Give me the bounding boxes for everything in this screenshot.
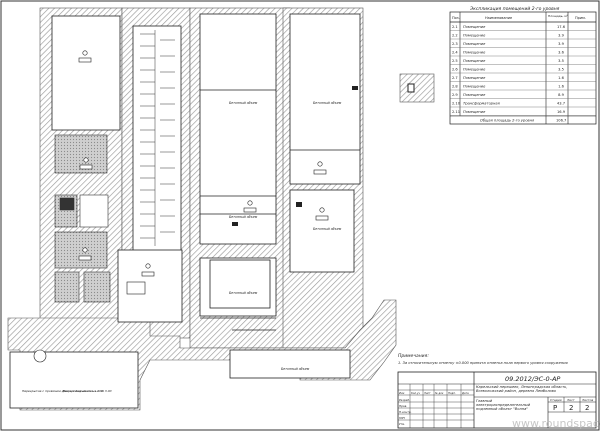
explication-row-name: Помещение <box>463 25 486 29</box>
explication-row-no: 2.4 <box>452 51 458 55</box>
explication-row-no: 2.8 <box>452 85 458 89</box>
explication-row-name: Помещение <box>463 76 486 80</box>
explication-row-area: 3.6 <box>558 51 564 55</box>
notes-title: Примечания: <box>398 353 429 359</box>
explication-total-value: 106.7 <box>556 119 566 123</box>
room-markers <box>33 50 329 363</box>
room-lower-left <box>117 249 183 323</box>
stamp-role: Разраб. <box>399 398 410 402</box>
explication-row-no: 2.9 <box>452 93 458 97</box>
room-bottom-tunnel <box>229 349 351 379</box>
explication-row-no: 2.11 <box>452 110 460 114</box>
stamp-role: ГИП <box>399 416 406 420</box>
stamp-role: Утв. <box>399 422 405 426</box>
stamp-column-label: Лист <box>423 391 431 395</box>
explication-table: Экспликация помещений 2-го уровня Поз. Н… <box>449 6 597 125</box>
stamp-code: 09.2012/ЭС-0-АР <box>505 375 560 383</box>
room-label-r4: Бетонный объем <box>229 291 258 295</box>
watermark: www.roundspace.ru <box>512 417 600 430</box>
explication-header-no: Поз. <box>452 16 460 20</box>
explication-total-label: Общая площадь 2-го уровня <box>480 119 535 123</box>
room-label-r5: Бетонный объем <box>281 367 310 371</box>
title-block: 09.2012/ЭС-0-АР Карельский перешеек, Лен… <box>397 371 597 429</box>
explication-row-name: Помещение <box>463 59 486 63</box>
stamp-role: Н.контр. <box>399 410 412 414</box>
explication-row-no: 2.3 <box>452 42 458 46</box>
room-right-top <box>289 13 361 185</box>
partitions <box>200 89 360 331</box>
explication-row-area: 3.9 <box>558 34 564 38</box>
room-label-r6: Бетонный объем <box>313 227 342 231</box>
explication-row-area: 3.9 <box>558 42 564 46</box>
explication-row-area: 1.6 <box>558 85 564 89</box>
explication-row-name: Помещение <box>463 34 486 38</box>
explication-row-name: Помещение <box>463 51 486 55</box>
explication-row-name: Помещение <box>463 85 486 89</box>
explication-row-no: 2.10 <box>452 102 461 106</box>
explication-header-area: Площадь, м² <box>548 14 569 18</box>
explication-row-area: 1.6 <box>558 76 564 80</box>
stamp-column-label: Дата <box>461 391 469 395</box>
stamp-sheet: 2 <box>569 404 573 412</box>
explication-row-name: Помещение <box>463 110 486 114</box>
stamp-column-label: № док <box>434 392 444 395</box>
explication-row-name: Трансформаторная <box>463 102 501 106</box>
explication-row-no: 2.1 <box>452 25 458 29</box>
room-label-r3: Бетонный объем <box>229 215 258 219</box>
room-label-r1: Бетонный объем <box>229 101 258 105</box>
room-label-r2: Бетонный объем <box>313 101 342 105</box>
stamp-column-label: Подп. <box>448 391 456 395</box>
small-rooms-left <box>54 134 146 303</box>
room-labels: Бетонный объем Бетонный объем Бетонный о… <box>22 101 342 393</box>
stamp-sheets-label: Листов <box>581 398 593 402</box>
stamp-stage: Р <box>553 404 557 412</box>
room-bottom-left <box>9 351 139 409</box>
stair-steps <box>140 30 175 246</box>
explication-row-name: Помещение <box>463 93 486 97</box>
explication-row-no: 2.7 <box>452 76 458 80</box>
explication-row-no: 2.2 <box>452 34 458 38</box>
plan-note-a: Перекрытие с проёмами. Низ проёма на отм… <box>22 389 104 393</box>
room-center-low <box>199 257 277 317</box>
stamp-object: Главный электрораспределительный подземн… <box>476 399 531 412</box>
explication-row-area: 3.5 <box>558 68 564 72</box>
stamp-role: Пров. <box>399 404 407 408</box>
notes-block: Примечания: 1. За относительную отметку … <box>398 353 569 365</box>
stamp-address: Карельский перешеек, Ленинградская облас… <box>476 385 568 393</box>
explication-row-area: 43.7 <box>557 102 565 106</box>
stamp-sheets: 2 <box>585 404 589 412</box>
explication-row-area: 17.6 <box>557 25 566 29</box>
stamp-roles: Разраб. Пров. Н.контр. ГИП Утв. <box>399 398 412 426</box>
explication-title: Экспликация помещений 2-го уровня <box>469 6 560 12</box>
explication-header-note: Прим. <box>575 16 586 20</box>
explication-row-name: Помещение <box>463 68 486 72</box>
notes-line-1: 1. За относительную отметку ±0.000 приня… <box>398 361 569 365</box>
stamp-column-label: Изм <box>399 391 404 395</box>
explication-row-area: 16.9 <box>557 110 566 114</box>
structural-details <box>232 83 415 226</box>
explication-row-no: 2.5 <box>452 59 458 63</box>
room-upper-left <box>51 15 121 131</box>
stamp-stage-label: Стадия <box>550 398 562 402</box>
explication-row-area: 3.5 <box>558 59 564 63</box>
explication-row-name: Помещение <box>463 42 486 46</box>
explication-row-no: 2.6 <box>452 68 458 72</box>
plan-note-b: Дверь с подъёмом на отм. 3.00 <box>61 389 112 393</box>
stamp-column-label: Кол.уч <box>411 391 420 395</box>
room-stair-shaft <box>132 25 182 253</box>
explication-row-area: 8.9 <box>558 93 564 97</box>
room-center-tall <box>199 13 277 245</box>
stamp-sheet-label: Лист <box>566 398 575 402</box>
explication-header-name: Наименование <box>485 16 512 20</box>
